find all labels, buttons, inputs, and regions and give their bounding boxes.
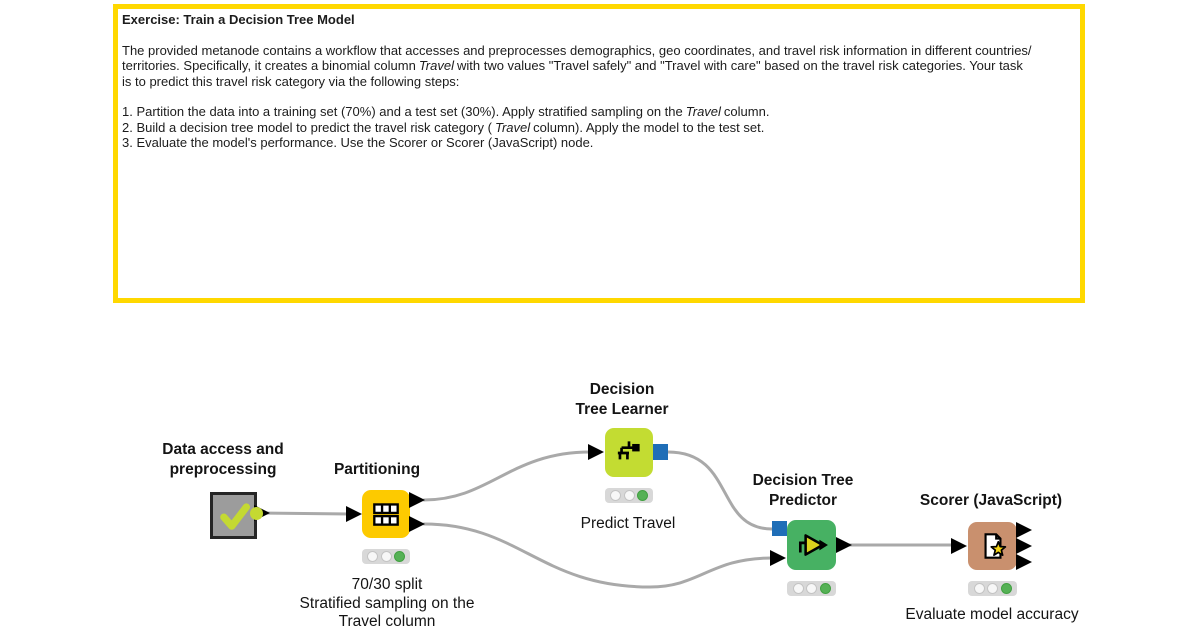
learner-title[interactable]: Decision Tree Learner	[575, 381, 669, 418]
predictor-output-port[interactable]	[836, 537, 852, 553]
wire-partitioning-to-learner[interactable]	[422, 450, 592, 502]
status-circle-red	[792, 583, 804, 594]
workflow-annotation[interactable]: Exercise: Train a Decision Tree Model Th…	[113, 4, 1085, 303]
annotation-line: is to predict this travel risk category …	[122, 74, 1072, 90]
partitioning-output-port-2[interactable]	[409, 516, 425, 532]
annotation-paragraph: The provided metanode contains a workflo…	[122, 43, 1072, 90]
annotation-text-segment: 3. Evaluate the model's performance. Use…	[122, 135, 594, 150]
status-circle-green	[1000, 583, 1012, 594]
wire-learner-to-predictor[interactable]	[666, 450, 774, 531]
annotation-step-1: 1. Partition the data into a training se…	[122, 104, 1072, 120]
metanode-output-port-circle[interactable]	[250, 507, 263, 520]
learner-comment[interactable]: Predict Travel	[580, 515, 676, 532]
status-circle-red	[610, 490, 621, 501]
annotation-line: The provided metanode contains a workflo…	[122, 43, 1072, 59]
learner-model-output-port[interactable]	[653, 444, 668, 460]
annotation-text-segment: 2. Build a decision tree model to predic…	[122, 119, 492, 135]
predictor-traffic-light	[787, 581, 836, 596]
status-circle-yellow	[987, 583, 998, 594]
learner-traffic-light	[605, 488, 653, 503]
annotation-text-segment-italic: Travel	[685, 104, 721, 119]
document-star-icon	[984, 533, 1006, 559]
status-circle-green	[637, 490, 648, 501]
scorer-traffic-light	[968, 581, 1017, 596]
annotation-text-segment: column.	[723, 104, 770, 119]
status-circle-yellow	[806, 583, 817, 594]
annotation-text-segment: territories. Specifically, it creates a …	[122, 58, 416, 73]
annotation-text-segment: with two values "Travel safely" and "Tra…	[456, 58, 1023, 73]
annotation-text-segment-italic: Travel	[418, 58, 454, 73]
wire-metanode-to-partitioning[interactable]	[256, 511, 352, 516]
metanode-title[interactable]: Data access and preprocessing	[162, 441, 284, 478]
wire-partitioning-to-predictor[interactable]	[422, 522, 774, 589]
decision-tree-icon	[617, 440, 640, 459]
annotation-step-2: 2. Build a decision tree model to predic…	[122, 120, 1072, 136]
predictor-node[interactable]	[787, 520, 836, 570]
status-circle-red	[973, 583, 985, 594]
predictor-data-input-port[interactable]	[770, 550, 786, 566]
predictor-arrow-icon	[798, 534, 828, 556]
annotation-text-segment-italic: Travel	[494, 119, 531, 135]
learner-input-port[interactable]	[588, 444, 604, 460]
partitioning-input-port[interactable]	[346, 506, 362, 522]
status-circle-green	[819, 583, 831, 594]
annotation-title: Exercise: Train a Decision Tree Model	[122, 12, 355, 27]
scorer-output-port-3[interactable]	[1016, 554, 1032, 570]
scorer-input-port[interactable]	[951, 538, 967, 554]
predictor-title[interactable]: Decision Tree Predictor	[752, 472, 854, 509]
status-circle-yellow	[623, 490, 635, 501]
scorer-comment[interactable]: Evaluate model accuracy	[905, 606, 1079, 623]
partitioning-title[interactable]: Partitioning	[333, 461, 421, 478]
annotation-text-segment: The provided metanode contains a workflo…	[122, 42, 1032, 58]
status-circle-green	[394, 551, 405, 562]
status-circle-red	[367, 551, 378, 562]
partitioning-output-port-1[interactable]	[409, 492, 425, 508]
annotation-steps: 1. Partition the data into a training se…	[122, 104, 1072, 151]
partitioning-comment[interactable]: 70/30 split Stratified sampling on the T…	[299, 576, 475, 630]
status-circle-yellow	[380, 551, 392, 562]
scorer-output-port-1[interactable]	[1016, 522, 1032, 538]
table-split-icon	[373, 503, 399, 526]
annotation-text-segment: 1. Partition the data into a training se…	[122, 104, 683, 119]
annotation-line: territories. Specifically, it creates a …	[122, 58, 1072, 74]
partitioning-node[interactable]	[362, 490, 410, 538]
annotation-text-segment: is to predict this travel risk category …	[122, 73, 460, 89]
scorer-output-port-2[interactable]	[1016, 538, 1032, 554]
annotation-step-3: 3. Evaluate the model's performance. Use…	[122, 135, 1072, 151]
partitioning-traffic-light	[362, 549, 410, 564]
scorer-node[interactable]	[968, 522, 1017, 570]
check-icon	[219, 502, 250, 530]
scorer-title[interactable]: Scorer (JavaScript)	[919, 492, 1063, 509]
learner-node[interactable]	[605, 428, 653, 477]
predictor-model-input-port[interactable]	[772, 521, 787, 536]
annotation-text-segment: column). Apply the model to the test set…	[533, 119, 765, 135]
